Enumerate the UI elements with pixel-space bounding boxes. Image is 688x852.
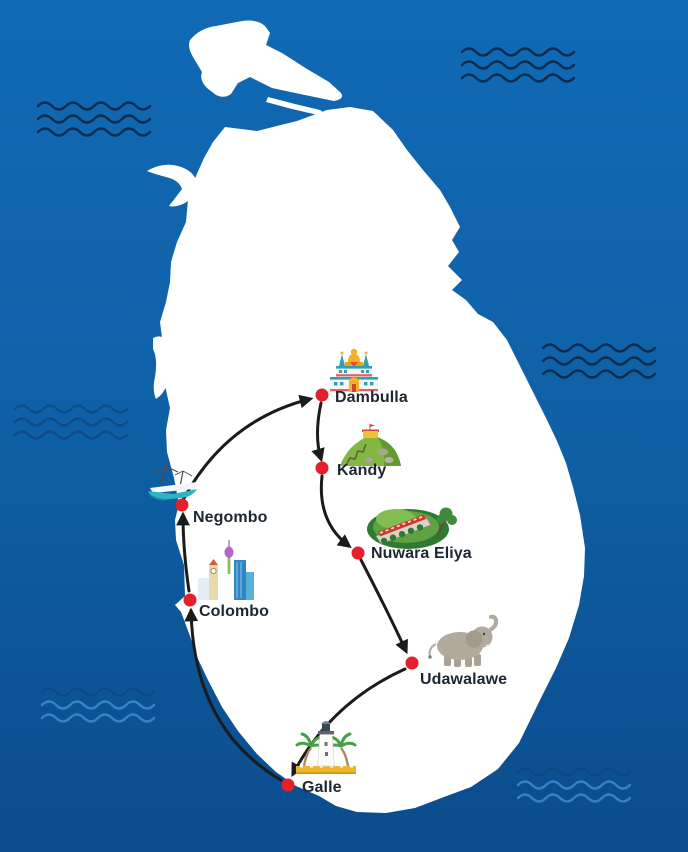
- wave-group-bottom-right: [516, 767, 632, 803]
- golden-temple-icon: [330, 348, 378, 392]
- destination-dots: [175, 388, 419, 792]
- city-skyline-icon: [198, 540, 254, 600]
- rock-fortress-icon: [337, 424, 401, 466]
- destination-icons: [148, 348, 499, 774]
- stop-dot-negombo: [175, 498, 189, 512]
- stop-dot-udawalawe: [405, 656, 419, 670]
- city-label-colombo: Colombo: [199, 603, 270, 620]
- route-dambulla-kandy: [311, 401, 325, 463]
- wave-group-left-middle: [13, 404, 129, 440]
- stop-dot-galle: [281, 778, 295, 792]
- city-label-kandy: Kandy: [337, 462, 387, 479]
- route-nuwara-eliya-udawalawe: [359, 558, 408, 655]
- city-label-nuwara-eliya: Nuwara Eliya: [371, 545, 472, 562]
- city-label-galle: Galle: [302, 779, 342, 796]
- wave-group-top-left: [36, 101, 152, 137]
- arch-bridge-train-icon: [367, 507, 457, 549]
- wave-group-top-right: [460, 47, 576, 83]
- city-label-negombo: Negombo: [193, 509, 268, 526]
- route-negombo-dambulla: [181, 394, 314, 502]
- route-lines: [176, 394, 408, 782]
- route-kandy-nuwara-eliya: [319, 474, 352, 549]
- route-udawalawe-galle: [291, 667, 407, 778]
- fishing-boat-icon: [148, 465, 197, 501]
- city-label-dambulla: Dambulla: [335, 389, 408, 406]
- stop-dot-colombo: [183, 593, 197, 607]
- island-sri-lanka: [147, 20, 585, 814]
- route-colombo-negombo: [176, 511, 191, 593]
- wave-group-right-middle: [541, 343, 657, 379]
- route-galle-colombo: [184, 607, 283, 782]
- stop-dot-dambulla: [315, 388, 329, 402]
- elephant-icon: [428, 614, 499, 667]
- stop-dot-nuwara-eliya: [351, 546, 365, 560]
- lighthouse-icon: [295, 721, 357, 774]
- wave-group-bottom-left: [40, 687, 156, 723]
- stop-dot-kandy: [315, 461, 329, 475]
- city-label-udawalawe: Udawalawe: [420, 671, 508, 688]
